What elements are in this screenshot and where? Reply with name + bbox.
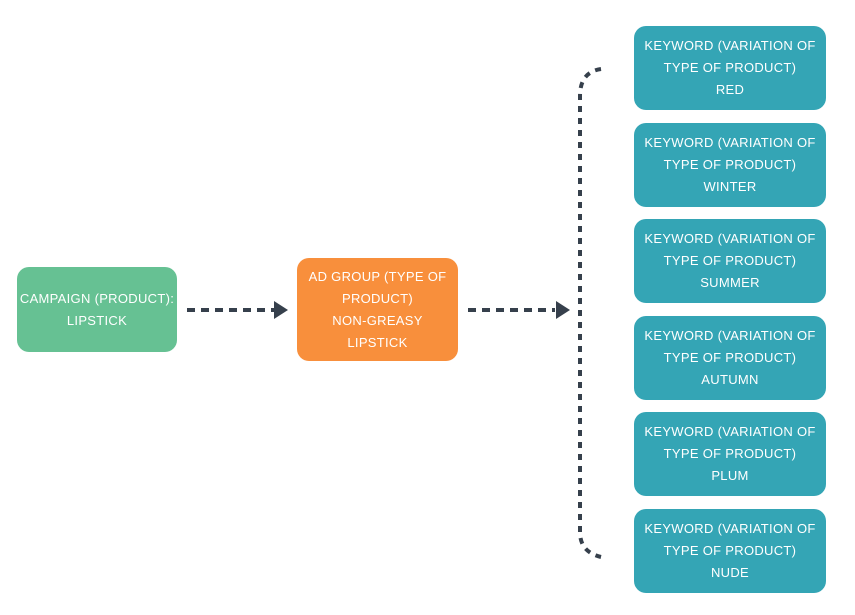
keyword-value: WINTER [703,179,757,194]
keyword-box-autumn: KEYWORD (VARIATION OF TYPE OF PRODUCT) A… [634,316,826,400]
campaign-value: LIPSTICK [66,312,128,328]
keyword-label-cont: TYPE OF PRODUCT) [663,543,797,558]
keyword-label: KEYWORD (VARIATION OF [644,328,816,343]
keyword-label-cont: TYPE OF PRODUCT) [663,60,797,75]
campaign-to-adgroup-arrowhead [274,301,288,319]
keywords-bracket [578,67,602,559]
keyword-box-summer: KEYWORD (VARIATION OF TYPE OF PRODUCT) S… [634,219,826,303]
ad-group-box: AD GROUP (TYPE OF PRODUCT) NON-GREASY LI… [297,258,458,361]
keyword-box-winter: KEYWORD (VARIATION OF TYPE OF PRODUCT) W… [634,123,826,207]
keyword-label: KEYWORD (VARIATION OF [644,135,816,150]
keyword-label: KEYWORD (VARIATION OF [644,424,816,439]
keyword-value: AUTUMN [701,372,759,387]
campaign-box: CAMPAIGN (PRODUCT): LIPSTICK [17,267,177,352]
ad-group-value-cont: LIPSTICK [347,334,408,350]
ad-group-value: NON-GREASY [332,312,423,328]
keyword-value: RED [715,82,745,97]
keyword-label-cont: TYPE OF PRODUCT) [663,157,797,172]
keyword-box-nude: KEYWORD (VARIATION OF TYPE OF PRODUCT) N… [634,509,826,593]
ad-group-label: AD GROUP (TYPE OF [308,268,447,284]
keyword-value: PLUM [711,468,749,483]
keyword-label-cont: TYPE OF PRODUCT) [663,253,797,268]
campaign-label: CAMPAIGN (PRODUCT): [19,290,175,306]
keyword-label: KEYWORD (VARIATION OF [644,231,816,246]
ad-group-label-cont: PRODUCT) [341,290,413,306]
keyword-value: SUMMER [700,275,760,290]
keyword-value: NUDE [710,565,750,580]
keyword-label: KEYWORD (VARIATION OF [644,521,816,536]
keyword-box-red: KEYWORD (VARIATION OF TYPE OF PRODUCT) R… [634,26,826,110]
keyword-label-cont: TYPE OF PRODUCT) [663,350,797,365]
keyword-label-cont: TYPE OF PRODUCT) [663,446,797,461]
keyword-box-plum: KEYWORD (VARIATION OF TYPE OF PRODUCT) P… [634,412,826,496]
adgroup-to-keywords-arrowhead [556,301,570,319]
keyword-label: KEYWORD (VARIATION OF [644,38,816,53]
